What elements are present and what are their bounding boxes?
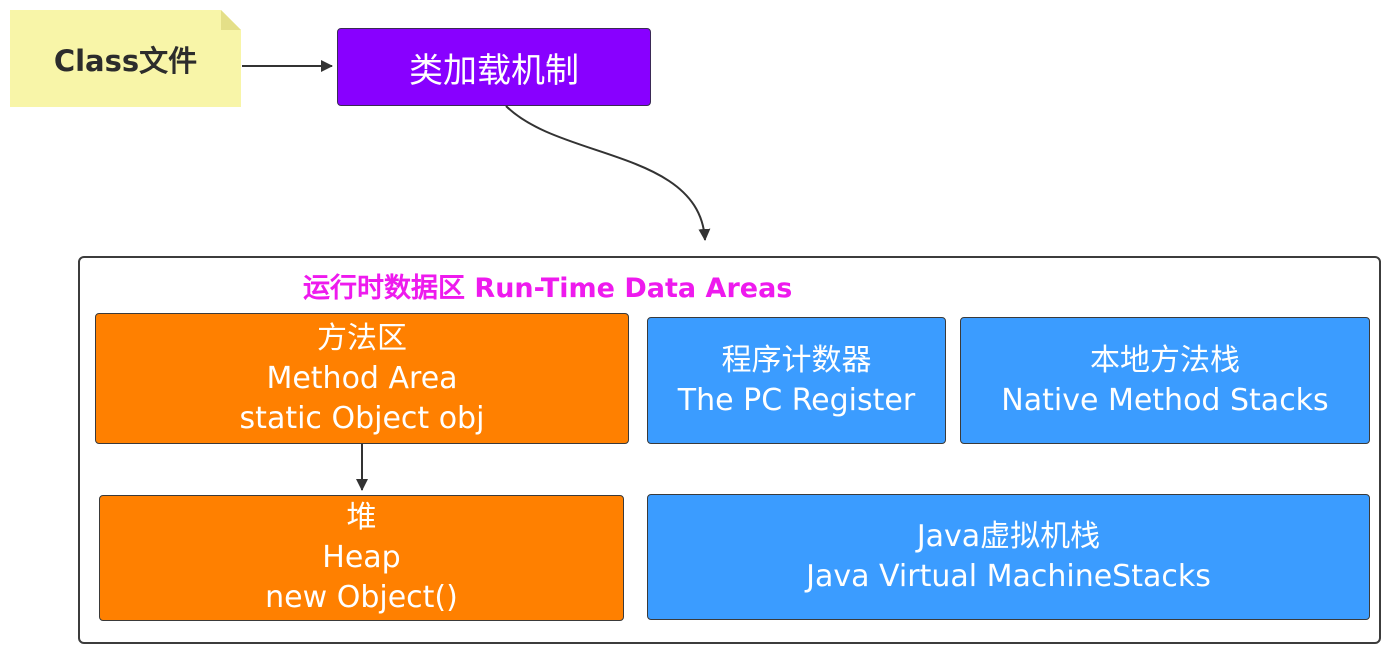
jvm-stacks-en: Java Virtual MachineStacks [806, 559, 1211, 594]
native-method-stacks-box: 本地方法栈 Native Method Stacks [960, 317, 1370, 444]
native-method-stacks-cn: 本地方法栈 [1090, 342, 1240, 378]
pc-register-en: The PC Register [677, 382, 916, 418]
method-area-cn: 方法区 [317, 320, 407, 356]
class-file-label: Class文件 [53, 43, 198, 78]
class-loader-box: 类加载机制 [337, 28, 651, 106]
method-area-box: 方法区 Method Area static Object obj [95, 313, 629, 444]
pc-register-box: 程序计数器 The PC Register [647, 317, 946, 444]
native-method-stacks-en: Native Method Stacks [1001, 382, 1329, 418]
class-loader-label: 类加载机制 [409, 50, 579, 91]
heap-cn: 堆 [346, 500, 377, 535]
heap-example: new Object() [265, 580, 458, 615]
jvm-stacks-cn: Java虚拟机栈 [916, 519, 1101, 554]
heap-en: Heap [322, 540, 401, 575]
heap-box: 堆 Heap new Object() [99, 495, 624, 621]
method-area-example: static Object obj [239, 400, 485, 436]
class-file-note: Class文件 [10, 10, 241, 107]
method-area-en: Method Area [266, 360, 458, 396]
arrow-loader-to-runtime [505, 105, 711, 241]
jvm-stacks-box: Java虚拟机栈 Java Virtual MachineStacks [647, 494, 1370, 620]
runtime-data-area-title: 运行时数据区 Run-Time Data Areas [303, 273, 793, 304]
pc-register-cn: 程序计数器 [721, 342, 872, 378]
